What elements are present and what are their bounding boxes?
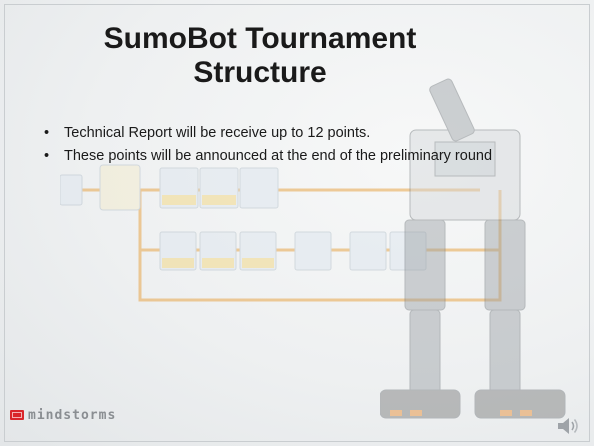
mindstorms-logo: mindstorms bbox=[10, 406, 116, 424]
background-program-graphic bbox=[60, 164, 502, 302]
bullet-marker: • bbox=[44, 125, 50, 141]
logo-text: mindstorms bbox=[28, 407, 117, 423]
bullet-text: These points will be announced at the en… bbox=[64, 148, 493, 164]
bullet-marker: • bbox=[44, 148, 50, 164]
speaker-icon[interactable] bbox=[556, 414, 582, 438]
bullet-text: Technical Report will be receive up to 1… bbox=[64, 125, 371, 141]
slide-title: SumoBot Tournament Structure bbox=[103, 22, 417, 89]
background-robot-graphic bbox=[380, 78, 566, 419]
bullet-list: • Technical Report will be receive up to… bbox=[40, 124, 540, 170]
bullet-item: • Technical Report will be receive up to… bbox=[40, 124, 540, 143]
bullet-item: • These points will be announced at the … bbox=[40, 147, 540, 166]
lego-brick-icon bbox=[10, 410, 24, 420]
